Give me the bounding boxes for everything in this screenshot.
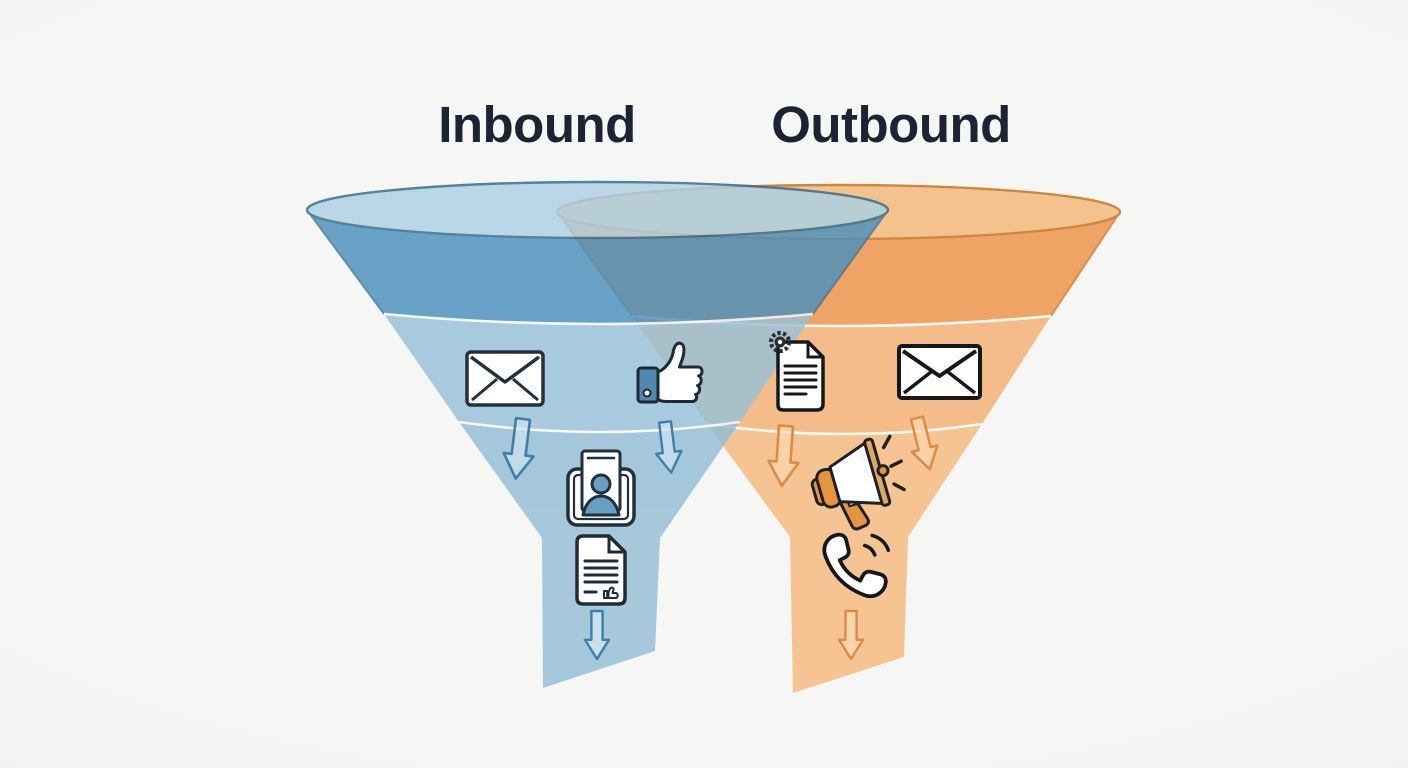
- down-arrow-icon: [654, 420, 683, 474]
- approved-document-icon: [575, 534, 627, 606]
- outbound-divider-2: [706, 422, 983, 436]
- inbound-stage-1: [307, 210, 888, 324]
- envelope-icon: [465, 350, 545, 407]
- inbound-left-edge: [306, 209, 385, 315]
- outbound-right-edge: [1050, 211, 1121, 317]
- phone-icon: [822, 532, 891, 598]
- envelope-icon: [897, 344, 982, 400]
- inbound-divider-2: [458, 420, 741, 434]
- down-arrow-icon: [767, 424, 800, 488]
- down-arrow-icon: [837, 609, 865, 661]
- megaphone-icon: [810, 434, 906, 531]
- down-arrow-icon: [502, 416, 535, 480]
- settings-document-icon: [768, 330, 825, 412]
- inbound-funnel-rim: [305, 180, 890, 240]
- outbound-title: Outbound: [771, 96, 1011, 153]
- down-arrow-icon: [583, 609, 611, 661]
- thumbs-up-icon: [636, 341, 704, 404]
- gear-icon: [768, 330, 792, 354]
- inbound-divider-1: [383, 312, 814, 326]
- inbound-title: Inbound: [438, 96, 636, 153]
- contact-card-icon: [566, 449, 636, 527]
- down-arrow-icon: [909, 415, 939, 471]
- inbound-right-edge: [812, 209, 889, 315]
